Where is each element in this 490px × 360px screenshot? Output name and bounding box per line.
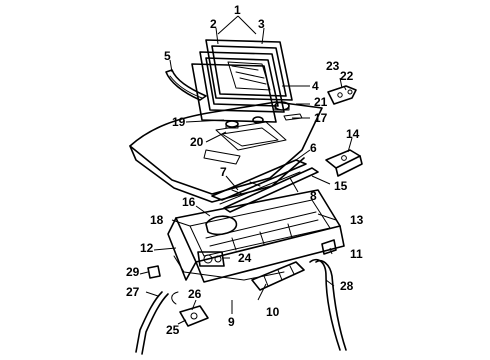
- motor-24: [197, 251, 225, 267]
- leader-lines: [139, 15, 353, 325]
- glass-panel-assembly: [191, 39, 293, 123]
- callout-12: 12: [140, 241, 154, 255]
- callout-20: 20: [190, 135, 204, 149]
- callout-3: 3: [258, 17, 265, 31]
- clip-11: [321, 239, 337, 255]
- callout-15: 15: [334, 179, 348, 193]
- callout-4: 4: [312, 79, 319, 93]
- callout-26: 26: [188, 287, 202, 301]
- callout-10: 10: [266, 305, 280, 319]
- callout-18: 18: [150, 213, 164, 227]
- drive-10: [251, 261, 305, 291]
- callout-27: 27: [126, 285, 140, 299]
- callout-6: 6: [310, 141, 317, 155]
- roof-clips: [225, 101, 290, 129]
- guide-rail: [211, 159, 319, 213]
- bracket-22-23: [327, 85, 357, 105]
- callout-13: 13: [350, 213, 364, 227]
- callout-29: 29: [126, 265, 140, 279]
- callout-14: 14: [346, 127, 360, 141]
- callout-11: 11: [350, 247, 363, 261]
- bracket-14: [325, 149, 363, 177]
- callout-2: 2: [210, 17, 217, 31]
- callout-21: 21: [314, 95, 328, 109]
- callout-19: 19: [172, 115, 186, 129]
- callout-8: 8: [310, 189, 317, 203]
- drain-hose-28: [309, 258, 347, 351]
- roof-panel: [129, 101, 323, 203]
- callout-17: 17: [314, 111, 328, 125]
- callout-labels: 1 2 3 4 5 6 7 8 9 10 11 12 13 14 15 16 1…: [126, 3, 364, 337]
- callout-28: 28: [340, 279, 354, 293]
- callout-16: 16: [182, 195, 196, 209]
- callout-7: 7: [220, 165, 227, 179]
- callout-1: 1: [234, 3, 241, 17]
- callout-9: 9: [228, 315, 235, 329]
- weatherstrip-5: [165, 69, 207, 101]
- drain-hose-27: [135, 291, 169, 355]
- cable-16: [205, 215, 238, 236]
- callout-24: 24: [238, 251, 252, 265]
- callout-25: 25: [166, 323, 180, 337]
- callout-23: 23: [326, 59, 340, 73]
- clip-29: [147, 265, 161, 279]
- callout-5: 5: [164, 49, 171, 63]
- callout-22: 22: [340, 69, 354, 83]
